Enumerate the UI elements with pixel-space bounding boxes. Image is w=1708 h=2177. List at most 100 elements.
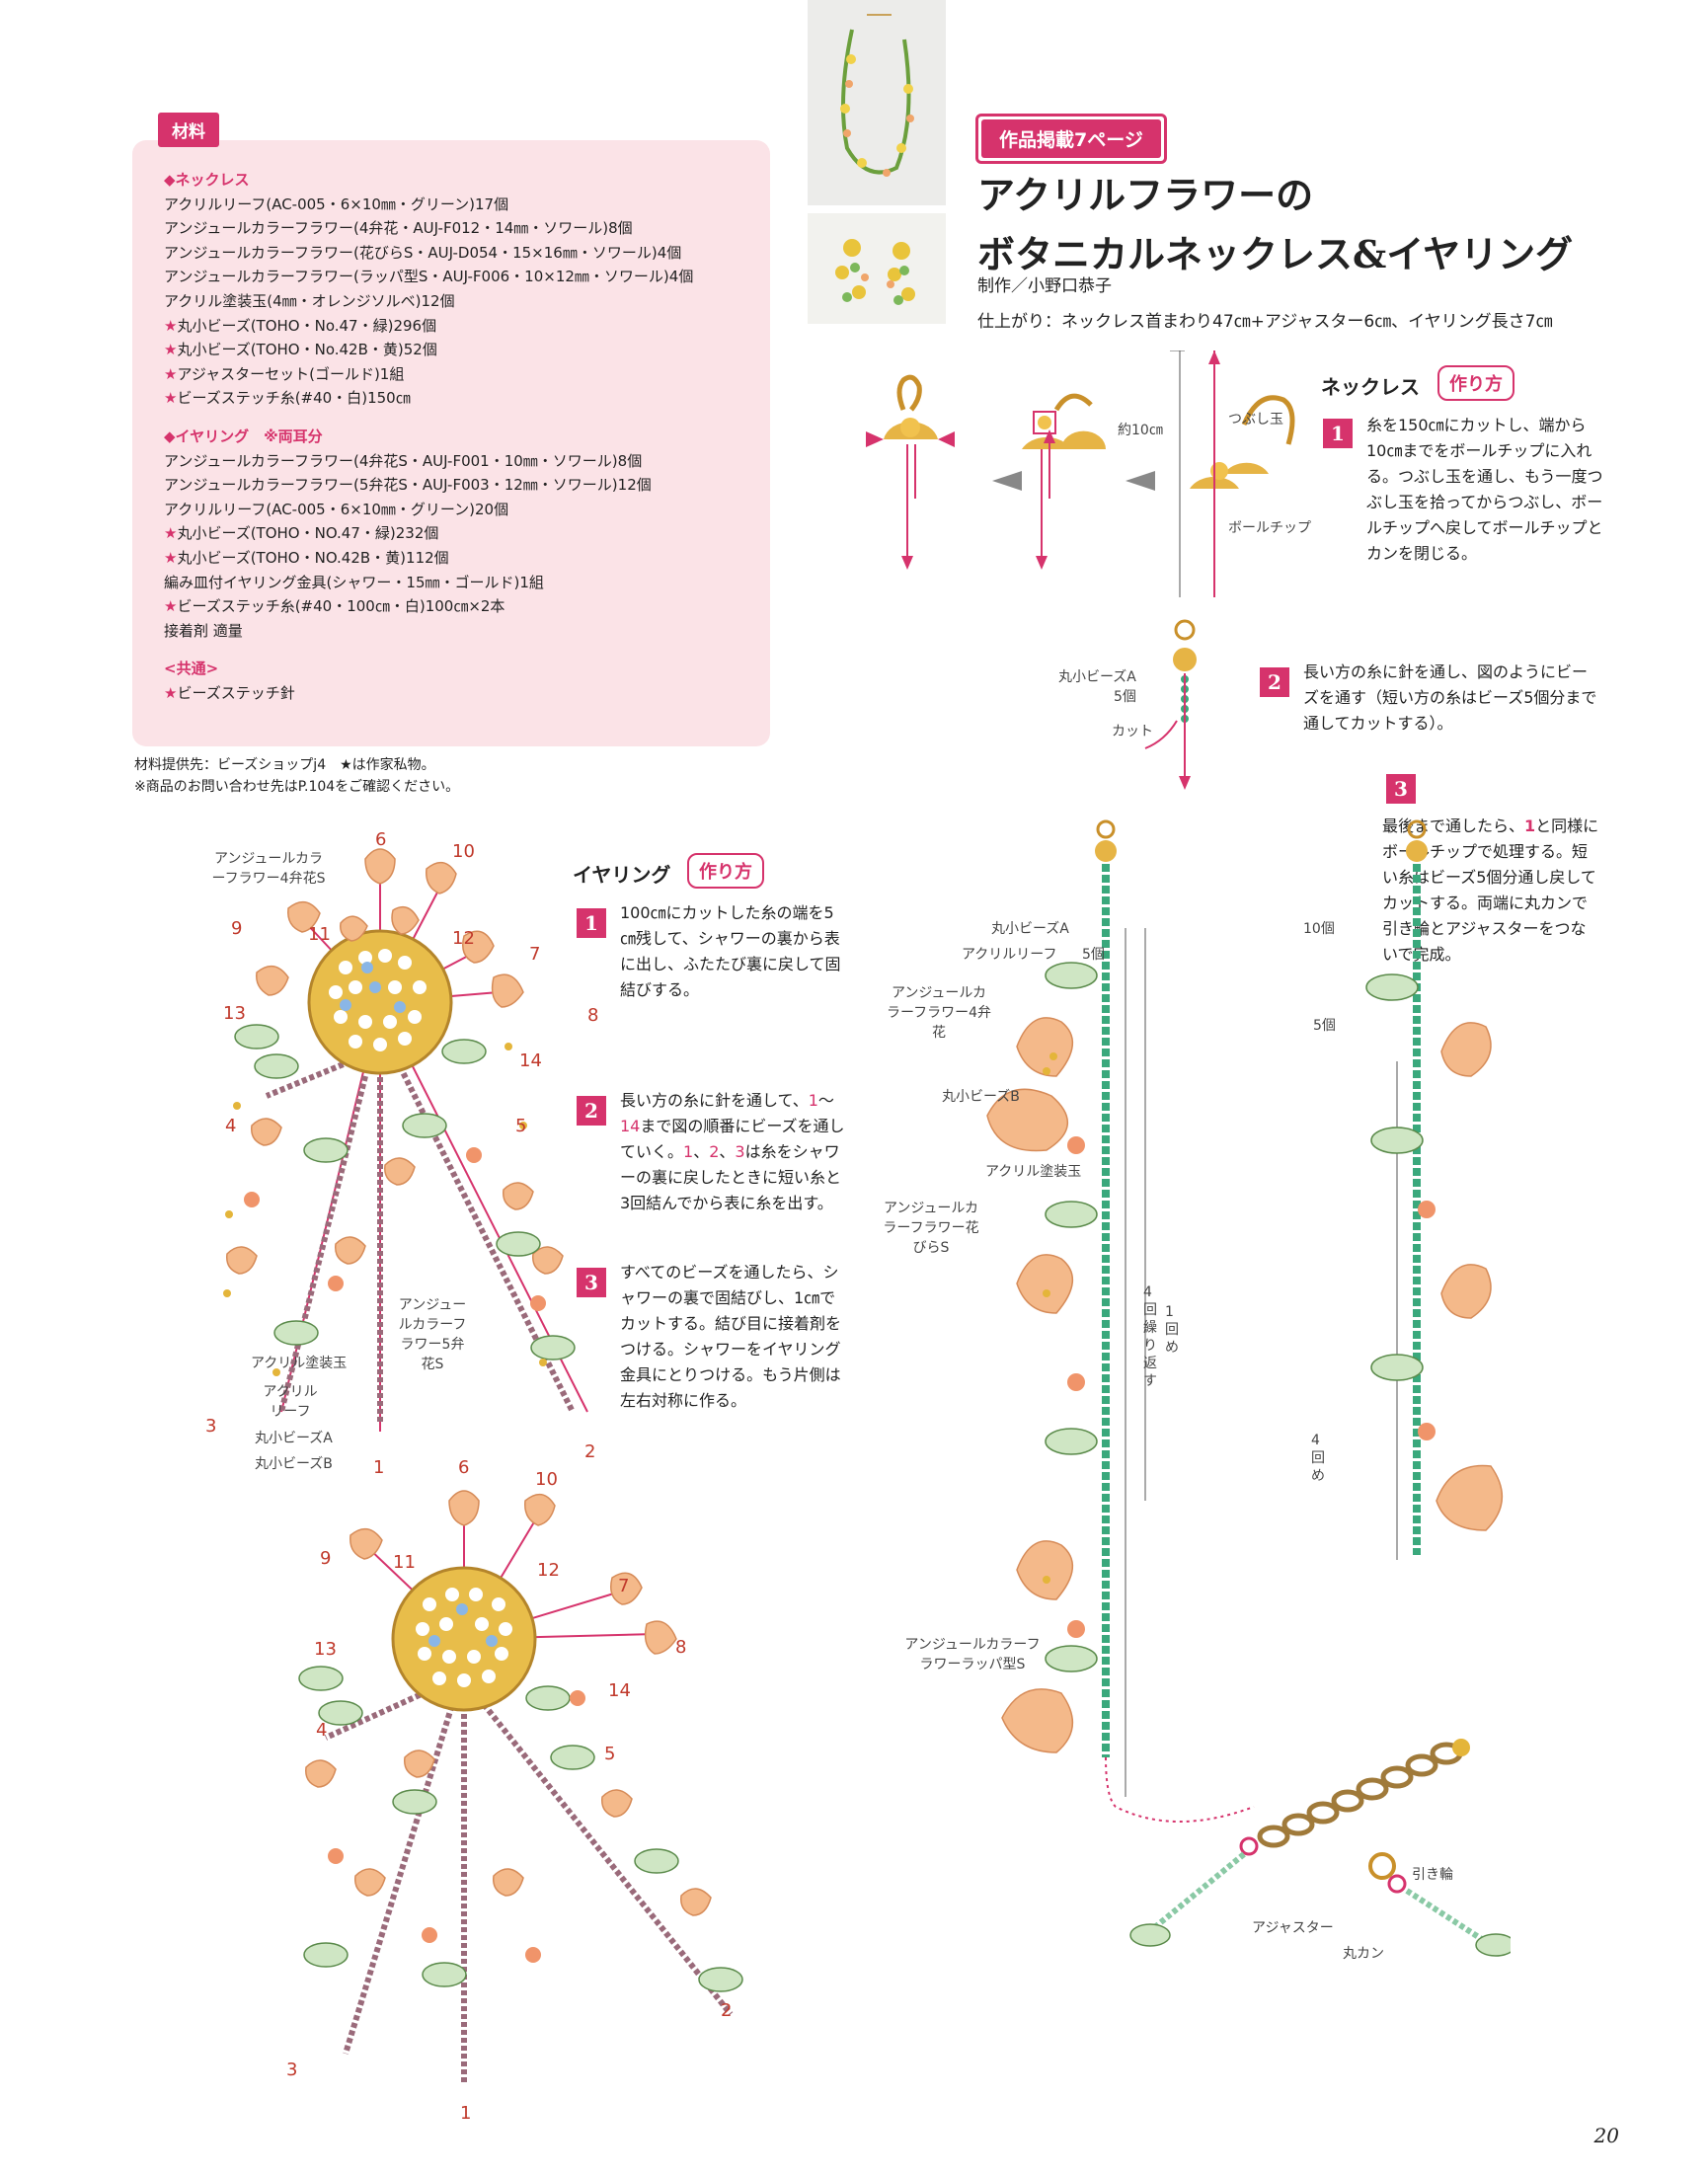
earring2-number-10: 10 [535, 1469, 558, 1490]
earring1-number-6: 6 [375, 829, 387, 850]
necklace-heading: ネックレス [1321, 375, 1420, 399]
earring1-number-14: 14 [519, 1050, 542, 1071]
ballchip-figure-1 [866, 374, 955, 570]
page-reference-tag: 作品掲載7ページ [975, 114, 1167, 164]
earring2-number-13: 13 [314, 1639, 337, 1660]
earring1-number-3: 3 [205, 1416, 217, 1437]
necklace-item: ★ビーズステッチ糸(#40・白)150㎝ [164, 389, 411, 408]
earring-step-2-text: 長い方の糸に針を通して、1～14まで図の順番にビーズを通していく。1、2、3は糸… [620, 1091, 845, 1212]
necklace-item: アンジュールカラーフラワー(ラッパ型S・AUJ-F006・10×12㎜・ソワール… [164, 268, 694, 286]
earring-item: 編み皿付イヤリング金具(シャワー・15㎜・ゴールド)1組 [164, 573, 544, 591]
earring1-label-beadsA: 丸小ビーズA [255, 1431, 333, 1446]
necklace-item: ★丸小ビーズ(TOHO・No.47・緑)296個 [164, 316, 437, 335]
earring-materials: アンジュールカラーフラワー(4弁花S・AUJ-F001・10㎜・ソワール)8個ア… [164, 449, 756, 644]
earring1-number-12: 12 [452, 928, 475, 949]
earring1-label-flower4: アンジュールカラーフラワー4弁花S [211, 851, 326, 887]
earring-item: アンジュールカラーフラワー(5弁花S・AUJ-F003・12㎜・ソワール)12個 [164, 476, 652, 495]
earring1-number-9: 9 [231, 918, 243, 939]
necklace-step-2-number: 2 [1260, 667, 1289, 697]
label-d-flower4: アンジュールカラーフラワー4弁花 [886, 985, 992, 1041]
earring-item: アンジュールカラーフラワー(4弁花S・AUJ-F001・10㎜・ソワール)8個 [164, 451, 643, 470]
label-ring: 丸カン [1343, 1946, 1384, 1962]
ballchip-diagram [866, 350, 1295, 597]
earring1-label-leaf: アクリルリーフ [263, 1384, 318, 1420]
earring-photo [808, 213, 946, 324]
earring-howto-badge: 作り方 [687, 853, 764, 889]
earring-diagram-1 [223, 848, 588, 1432]
earring-item: アクリルリーフ(AC-005・6×10㎜・グリーン)20個 [164, 500, 509, 518]
necklace-step-3-text: 最後まで通したら、1と同様にボールチップで処理する。短い糸はビーズ5個分通し戻し… [1382, 816, 1599, 964]
earring-materials-heading: ◆イヤリング ※両耳分 [164, 427, 323, 445]
byline: 制作／小野口恭子 仕上がり：ネックレス首まわり47㎝+アジャスター6㎝、イヤリン… [977, 269, 1552, 340]
earring2-number-8: 8 [675, 1637, 687, 1658]
earring1-number-4: 4 [225, 1116, 237, 1136]
earring-step-1-number: 1 [577, 908, 606, 938]
necklace-photo [808, 0, 946, 205]
earring1-number-10: 10 [452, 841, 475, 862]
label-cut: カット [1112, 724, 1153, 739]
earring1-number-8: 8 [587, 1005, 599, 1026]
materials-tag: 材料 [158, 113, 219, 147]
ballchip-figure-3 [1190, 350, 1295, 597]
earring2-number-12: 12 [537, 1560, 560, 1581]
label-d-paint: アクリル塗装玉 [985, 1164, 1082, 1180]
label-clasp: 引き輪 [1412, 1867, 1453, 1883]
necklace-materials-heading: ◆ネックレス [164, 171, 250, 189]
earring2-number-4: 4 [316, 1720, 328, 1741]
label-d-repeat: 4回繰り返す [1143, 1284, 1157, 1389]
maker: 制作／小野口恭子 [977, 276, 1112, 296]
earring-heading: イヤリング [573, 863, 671, 887]
label-tsubushi: つぶし玉 [1228, 412, 1283, 428]
necklace-materials: アクリルリーフ(AC-005・6×10㎜・グリーン)17個アンジュールカラーフラ… [164, 193, 756, 411]
label-d-10: 10個 [1303, 921, 1335, 937]
necklace-howto-badge: 作り方 [1437, 365, 1514, 401]
label-d-4th: 4回め [1311, 1433, 1325, 1484]
page-title: アクリルフラワーの ボタニカルネックレス&イヤリング [977, 173, 1574, 276]
necklace-step-1-text: 糸を150㎝にカットし、端から10㎝までをボールチップに入れる。つぶし玉を通し、… [1366, 416, 1603, 563]
materials-box [132, 140, 770, 746]
label-yaku10: 約10㎝ [1118, 423, 1163, 438]
earring2-number-11: 11 [393, 1552, 416, 1573]
earring1-label-beadsB: 丸小ビーズB [255, 1456, 333, 1472]
earring2-number-7: 7 [618, 1576, 630, 1596]
label-d-leaf: アクリルリーフ [962, 947, 1057, 963]
earring1-label-flower5: アンジュールカラーフラワー5弁花S [398, 1297, 467, 1372]
earring1-number-11: 11 [308, 924, 331, 945]
material-credit: 材料提供先：ビーズショップj4 ★は作家私物。 ※商品のお問い合わせ先はP.10… [134, 757, 460, 795]
label-d-beadsB: 丸小ビーズB [942, 1089, 1020, 1105]
ballchip-figure-2 [1022, 393, 1106, 570]
earring2-number-6: 6 [458, 1457, 470, 1478]
necklace-item: アクリルリーフ(AC-005・6×10㎜・グリーン)17個 [164, 194, 509, 213]
earring1-number-5: 5 [515, 1116, 527, 1136]
earring1-label-paint: アクリル塗装玉 [251, 1356, 348, 1371]
necklace-main-diagram [986, 819, 1511, 1957]
earring-step-1-text: 100㎝にカットした糸の端を5㎝残して、シャワーの裏から表に出し、ふたたび裏に戻… [620, 903, 841, 999]
label-d-trumpet: アンジュールカラーフラワーラッパ型S [904, 1637, 1041, 1672]
earring2-number-5: 5 [604, 1744, 616, 1764]
label-d-beadsA: 丸小ビーズA [991, 921, 1069, 937]
earring1-number-13: 13 [223, 1003, 246, 1024]
finish-size: 仕上がり：ネックレス首まわり47㎝+アジャスター6㎝、イヤリング長さ7㎝ [977, 312, 1553, 332]
necklace-item: アンジュールカラーフラワー(花びらS・AUJ-D054・15×16㎜・ソワール)… [164, 243, 682, 262]
necklace-step-2-text: 長い方の糸に針を通し、図のようにビーズを通す（短い方の糸はビーズ5個分まで通して… [1303, 662, 1597, 733]
necklace-item: ★丸小ビーズ(TOHO・No.42B・黄)52個 [164, 341, 437, 359]
label-d-petal: アンジュールカラーフラワー花びらS [883, 1201, 979, 1256]
common-material-item: ★ビーズステッチ針 [164, 683, 295, 702]
necklace-step-1-number: 1 [1323, 419, 1353, 448]
earring2-number-2: 2 [721, 2000, 733, 2021]
label-d-5b: 5個 [1313, 1018, 1336, 1034]
label-adjuster: アジャスター [1252, 1920, 1334, 1936]
earring-item: 接着剤 適量 [164, 621, 243, 640]
step2-diagram [1144, 619, 1197, 790]
label-ballchip: ボールチップ [1228, 520, 1311, 536]
label-d-5: 5個 [1082, 947, 1105, 963]
earring2-number-9: 9 [320, 1548, 332, 1569]
necklace-step-3-number: 3 [1386, 774, 1416, 804]
page-number: 20 [1593, 2124, 1619, 2147]
earring-step-3-number: 3 [577, 1268, 606, 1297]
earring2-number-3: 3 [286, 2060, 298, 2080]
necklace-item: ★アジャスターセット(ゴールド)1組 [164, 364, 405, 383]
earring1-number-7: 7 [529, 944, 541, 965]
necklace-item: アクリル塗装玉(4㎜・オレンジソルベ)12個 [164, 291, 455, 310]
